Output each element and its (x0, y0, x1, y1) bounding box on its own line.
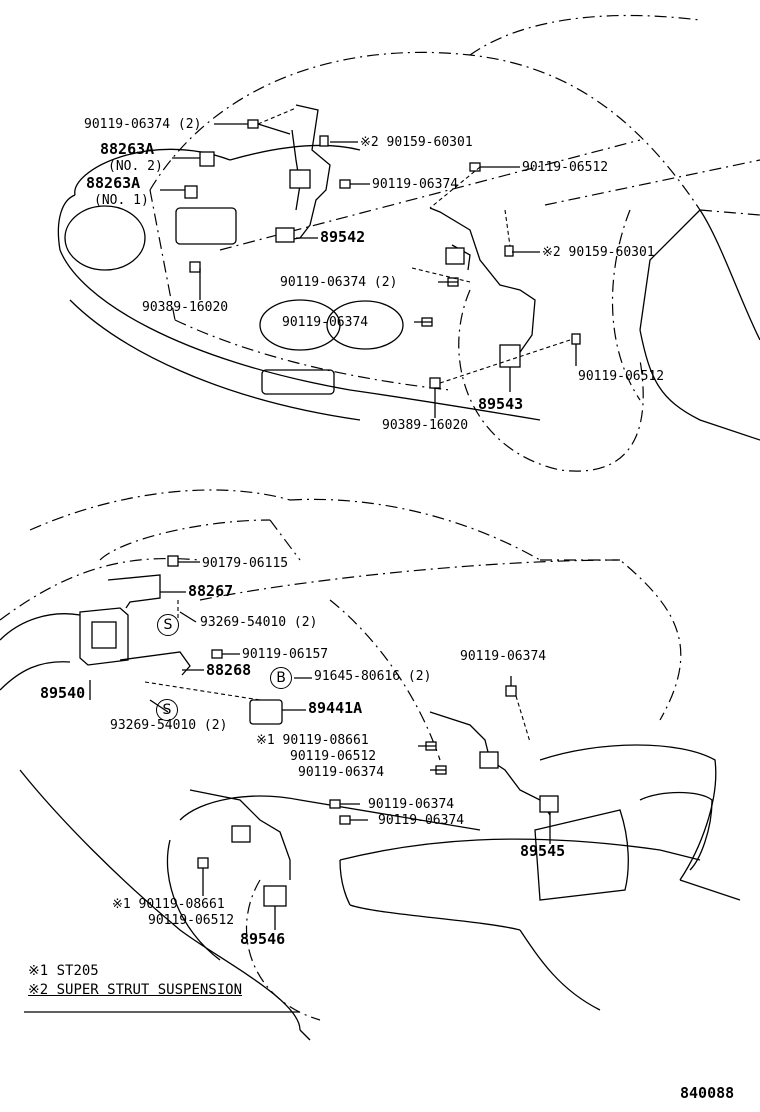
figure-number: 840088 (680, 1084, 735, 1102)
upper-vehicle-outline (57, 14, 760, 472)
part-number: 88263A (100, 140, 155, 158)
part-number: 89546 (240, 930, 286, 948)
callout-label: 90179-06115 (202, 556, 289, 571)
callout-label: 90119-06512 (290, 749, 377, 764)
footnote-1: ※1 ST205 (28, 963, 99, 979)
callout-label: 91645-80616 (2) (314, 669, 432, 684)
upper-parts (175, 104, 536, 389)
callout-label: 90119-06374 (298, 765, 385, 780)
callout-label: 90119-06374 (378, 813, 465, 828)
callout-label: 90119-06512 (578, 369, 665, 384)
callout-label: 90389-16020 (382, 418, 469, 433)
callout-label: 90119-06512 (148, 913, 235, 928)
callout-label: 90119-06374 (282, 315, 369, 330)
part-number: 89540 (40, 684, 86, 702)
callout-label: 90119-06374 (368, 797, 455, 812)
callout-label: ※1 90119-08661 (256, 733, 369, 748)
marker-s: S (156, 699, 178, 721)
part-number: 89545 (520, 842, 566, 860)
callout-label: 90119-06374 (372, 177, 459, 192)
part-number: 89543 (478, 395, 524, 413)
callout-label: ※2 90159-60301 (542, 245, 655, 260)
marker-s: S (157, 614, 179, 636)
callout-label: 93269-54010 (2) (200, 615, 318, 630)
callout-label: 90389-16020 (142, 300, 229, 315)
callout-label: (NO. 1) (94, 193, 149, 208)
part-number: 88263A (86, 174, 141, 192)
callout-label: 90119-06374 (2) (280, 275, 398, 290)
callout-label: 90119-06512 (522, 160, 609, 175)
upper-leaders (160, 107, 577, 418)
part-number: 89441A (308, 699, 363, 717)
callout-label: ※1 90119-08661 (112, 897, 225, 912)
callout-label: 90119-06374 (2) (84, 117, 202, 132)
part-number: 89542 (320, 228, 366, 246)
lower-parts (79, 574, 559, 907)
callout-label: 90119-06157 (242, 647, 329, 662)
lower-leaders (24, 561, 551, 1013)
upper-bolts (247, 119, 581, 345)
part-number: 88267 (188, 582, 234, 600)
callout-label: ※2 90159-60301 (360, 135, 473, 150)
lower-vehicle-outline (0, 489, 741, 1041)
footnote-2: ※2 SUPER STRUT SUSPENSION (28, 982, 243, 998)
marker-b: B (270, 667, 292, 689)
callout-label: 90119-06374 (460, 649, 547, 664)
callout-label: 93269-54010 (2) (110, 718, 228, 733)
callout-label: (NO. 2) (108, 159, 163, 174)
part-number: 88268 (206, 661, 252, 679)
